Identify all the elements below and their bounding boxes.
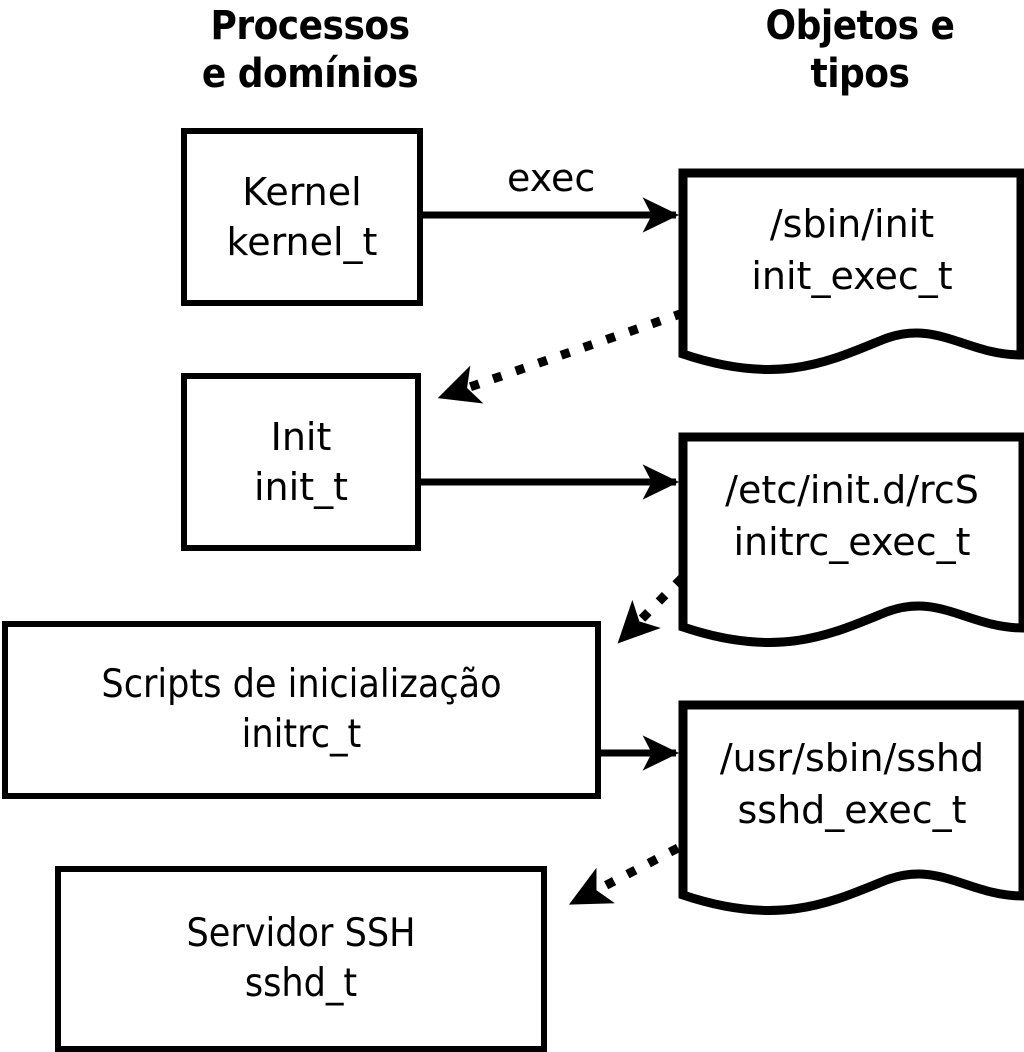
process-node-initrc-label: Scripts de inicialização (101, 662, 502, 707)
edge-label-exec: exec (507, 156, 596, 200)
process-node-sshd[interactable]: Servidor SSH sshd_t (55, 866, 547, 1052)
edge-init-exec-to-init (437, 308, 685, 404)
process-node-sshd-type: sshd_t (244, 961, 358, 1006)
process-node-kernel[interactable]: Kernel kernel_t (181, 128, 423, 306)
document-shape-icon (678, 168, 1024, 374)
column-header-objects: Objetos e tipos (660, 2, 1024, 98)
column-header-processes: Processos e domínios (100, 2, 520, 98)
column-header-objects-line1: Objetos e (765, 3, 955, 49)
process-node-sshd-label: Servidor SSH (186, 911, 416, 956)
object-node-sshd-exec[interactable]: /usr/sbin/sshd sshd_exec_t (678, 700, 1024, 928)
object-node-init-exec[interactable]: /sbin/init init_exec_t (678, 168, 1024, 388)
column-header-processes-line1: Processos (210, 3, 410, 49)
column-header-processes-line2: e domínios (201, 51, 419, 97)
process-node-initrc-type: initrc_t (241, 712, 362, 757)
document-shape-icon (678, 700, 1024, 915)
process-node-init-type: init_t (254, 465, 348, 509)
edge-initrc-exec-to-initrc (616, 574, 686, 645)
process-node-init[interactable]: Init init_t (181, 373, 421, 551)
column-header-objects-line2: tipos (810, 51, 910, 97)
document-shape-icon (678, 432, 1024, 647)
process-node-init-label: Init (270, 415, 332, 459)
edge-sshd-exec-to-sshd (568, 844, 681, 907)
process-node-kernel-label: Kernel (242, 170, 362, 214)
process-node-initrc[interactable]: Scripts de inicialização initrc_t (2, 621, 601, 799)
object-node-initrc-exec[interactable]: /etc/init.d/rcS initrc_exec_t (678, 432, 1024, 660)
process-node-kernel-type: kernel_t (226, 220, 378, 264)
